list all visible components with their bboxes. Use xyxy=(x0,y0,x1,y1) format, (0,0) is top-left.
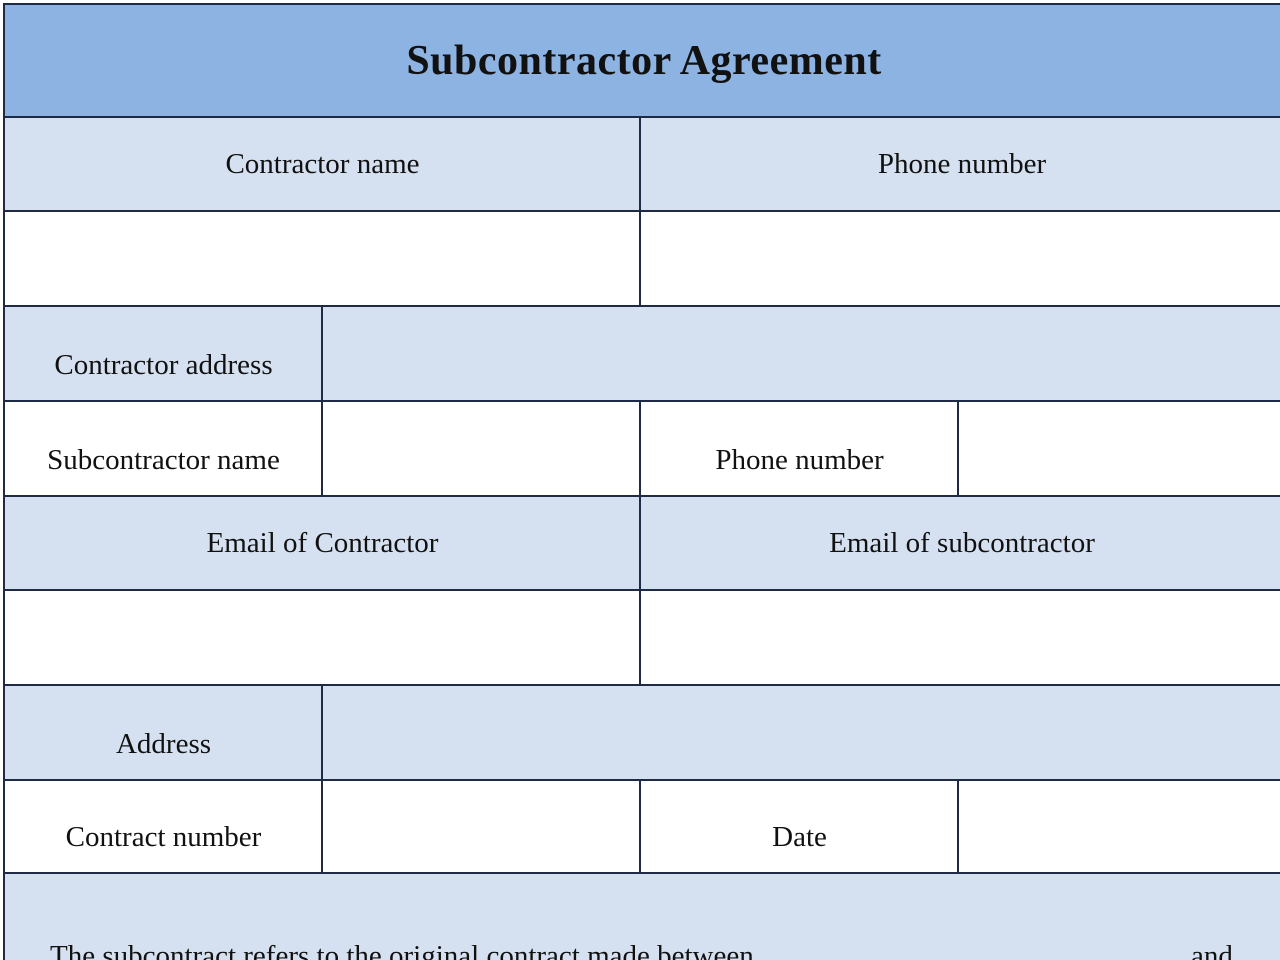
contract-number-label: Contract number xyxy=(3,779,324,874)
agreement-paragraph-cell: The subcontract refers to the original c… xyxy=(3,872,1280,960)
email-contractor-label: Email of Contractor xyxy=(3,495,642,591)
contractor-phone-label: Phone number xyxy=(639,116,1280,212)
date-label: Date xyxy=(639,779,960,874)
contractor-address-field[interactable] xyxy=(321,305,1280,402)
email-subcontractor-label: Email of subcontractor xyxy=(639,495,1280,591)
email-contractor-field[interactable] xyxy=(3,589,642,686)
subcontractor-name-field[interactable] xyxy=(321,400,642,497)
form-title: Subcontractor Agreement xyxy=(3,3,1280,118)
subcontractor-phone-label: Phone number xyxy=(639,400,960,497)
email-subcontractor-field[interactable] xyxy=(639,589,1280,686)
contractor-name-field[interactable] xyxy=(3,210,642,307)
contractor-address-label: Contractor address xyxy=(3,305,324,402)
agreement-paragraph-tail: and xyxy=(1191,940,1233,960)
contractor-phone-field[interactable] xyxy=(639,210,1280,307)
agreement-paragraph-text: The subcontract refers to the original c… xyxy=(50,940,754,960)
subcontractor-phone-field[interactable] xyxy=(957,400,1280,497)
address-label: Address xyxy=(3,684,324,781)
subcontractor-name-label: Subcontractor name xyxy=(3,400,324,497)
contract-number-field[interactable] xyxy=(321,779,642,874)
date-field[interactable] xyxy=(957,779,1280,874)
contractor-name-label: Contractor name xyxy=(3,116,642,212)
address-field[interactable] xyxy=(321,684,1280,781)
